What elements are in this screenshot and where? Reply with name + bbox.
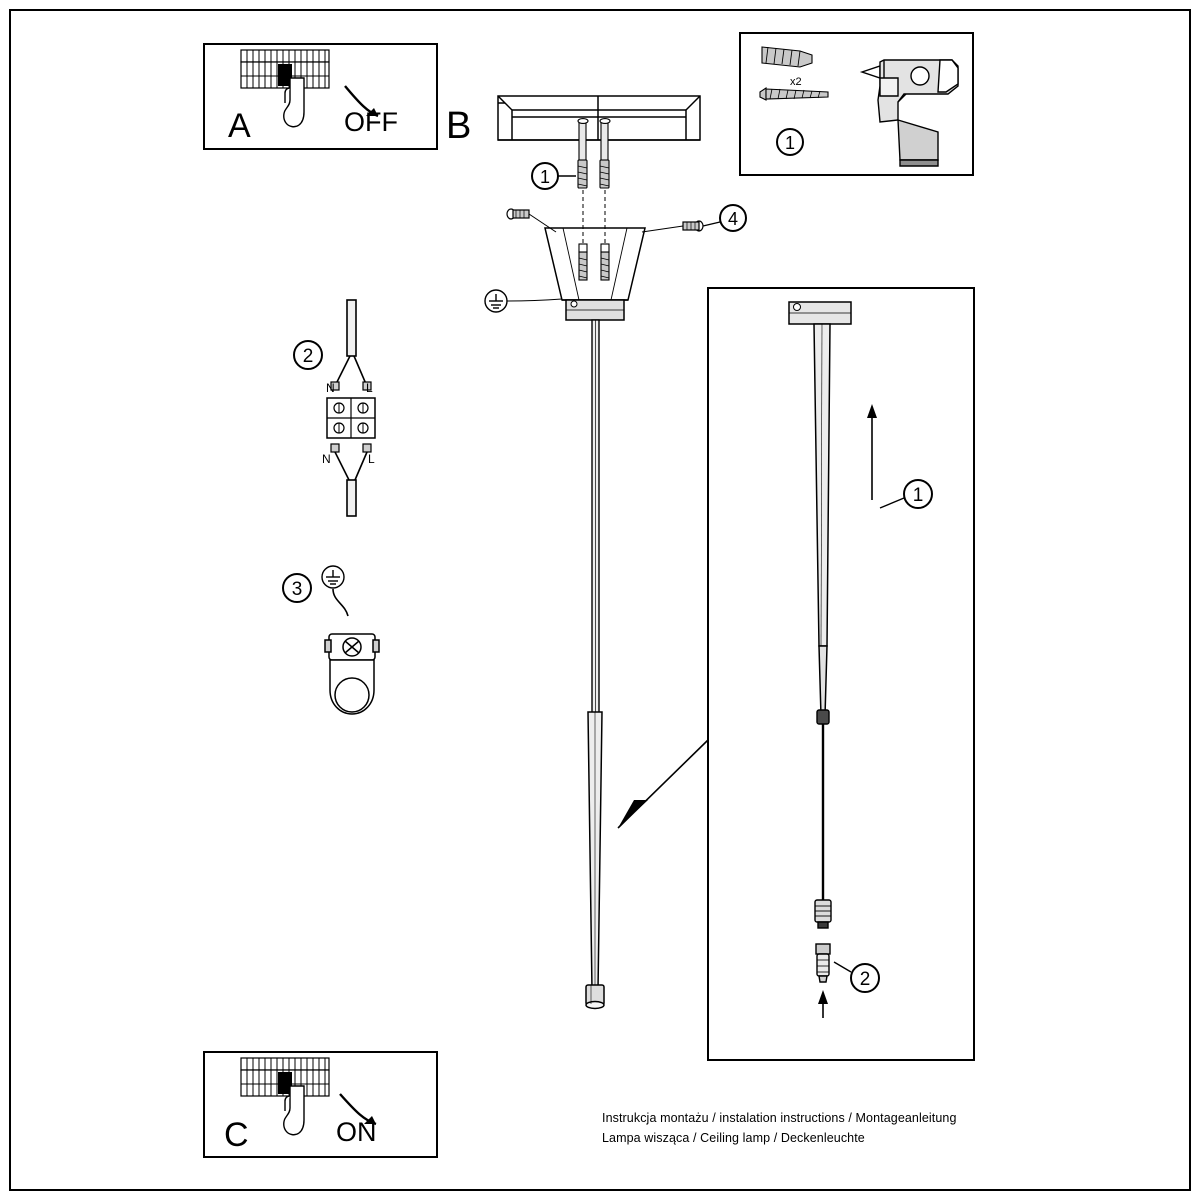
callout-1-tools-label: 1 — [785, 133, 795, 153]
panel-detail: 1 2 — [707, 287, 975, 1061]
panel-tools: x2 1 — [739, 32, 974, 176]
earth-ground-symbol-icon — [484, 289, 563, 313]
panel-earthing: 3 — [282, 565, 380, 715]
panel-a: A OFF — [203, 43, 438, 150]
detail-cable — [816, 709, 830, 905]
callout-1-detail-label: 1 — [913, 485, 924, 506]
terminal-label-bottom-right: L — [368, 452, 375, 466]
panel-detail-frame — [707, 287, 975, 1061]
footer-line-2: Lampa wisząca / Ceiling lamp / Deckenleu… — [602, 1131, 865, 1145]
detail-bulb — [815, 943, 831, 983]
callout-1-b-label: 1 — [540, 167, 550, 187]
callout-3-earthing: 3 — [282, 573, 312, 603]
cordless-drill-icon — [859, 59, 959, 167]
panel-c-action-label: ON — [336, 1117, 377, 1147]
detail-arrow-up — [867, 404, 877, 500]
callout-2-lamp-bulb: 2 — [833, 961, 880, 993]
panel-c-frame — [203, 1051, 438, 1158]
panel-b-letter: B — [446, 105, 471, 147]
ceiling-surface — [497, 95, 701, 141]
callout-2-detail-label: 2 — [860, 969, 871, 990]
footer-line-1: Instrukcja montażu / instalation instruc… — [602, 1111, 957, 1125]
panel-a-action-label: OFF — [344, 107, 398, 137]
ceiling-screw-pair — [577, 118, 611, 189]
callout-2-label: 2 — [303, 346, 314, 367]
terminal-label-bottom-left: N — [322, 452, 331, 466]
callout-2-wiring: 2 — [293, 340, 323, 370]
circuit-breaker-switch-on-icon — [240, 1057, 330, 1097]
curved-arrow-icon-2 — [339, 1093, 377, 1126]
pendant-rod — [591, 319, 600, 721]
footer-caption: Instrukcja montażu / instalation instruc… — [602, 1108, 1022, 1148]
callout-4-canopy-screws: 4 — [702, 204, 747, 232]
panel-b-assembly: 1 — [484, 95, 747, 1010]
callout-4-label: 4 — [728, 209, 738, 229]
tools-quantity-label: x2 — [790, 76, 802, 88]
side-screw-right — [641, 220, 704, 233]
panel-wiring: 2 — [293, 299, 376, 517]
curved-arrow-icon — [344, 85, 379, 118]
terminal-block-wiring-icon — [326, 299, 376, 517]
earth-screw-bracket-icon — [324, 588, 380, 715]
earth-ground-symbol-icon-2 — [321, 565, 345, 589]
canopy-cover — [544, 227, 646, 301]
detail-socket — [814, 899, 832, 929]
detail-leader-line — [617, 739, 709, 829]
pendant-lamp-body — [585, 711, 605, 1010]
side-screw-left — [506, 208, 557, 233]
screw-icon — [759, 86, 829, 101]
callout-1-pendant-body: 1 — [879, 479, 933, 509]
callout-1-tools: 1 — [776, 128, 804, 156]
panel-c: C ON — [203, 1051, 438, 1158]
callout-1-ceiling-screws: 1 — [531, 162, 576, 190]
canopy-screws — [578, 190, 610, 281]
detail-arrow-up-2 — [818, 990, 828, 1018]
callout-3-label: 3 — [292, 579, 303, 600]
panel-c-letter: C — [224, 1116, 249, 1154]
wall-plug-anchor-icon — [761, 46, 813, 68]
panel-tools-frame — [739, 32, 974, 176]
panel-a-frame — [203, 43, 438, 150]
detail-canopy-plate — [788, 301, 852, 325]
detail-lamp-body — [813, 323, 831, 717]
circuit-breaker-switch-off-icon — [240, 49, 330, 89]
terminal-label-top-left: N — [326, 381, 335, 395]
terminal-label-top-right: L — [366, 381, 373, 395]
hand-pointing-icon — [283, 77, 305, 128]
canopy-base-plate — [565, 299, 625, 321]
panel-a-letter: A — [228, 107, 251, 145]
hand-pointing-icon-2 — [283, 1085, 305, 1136]
